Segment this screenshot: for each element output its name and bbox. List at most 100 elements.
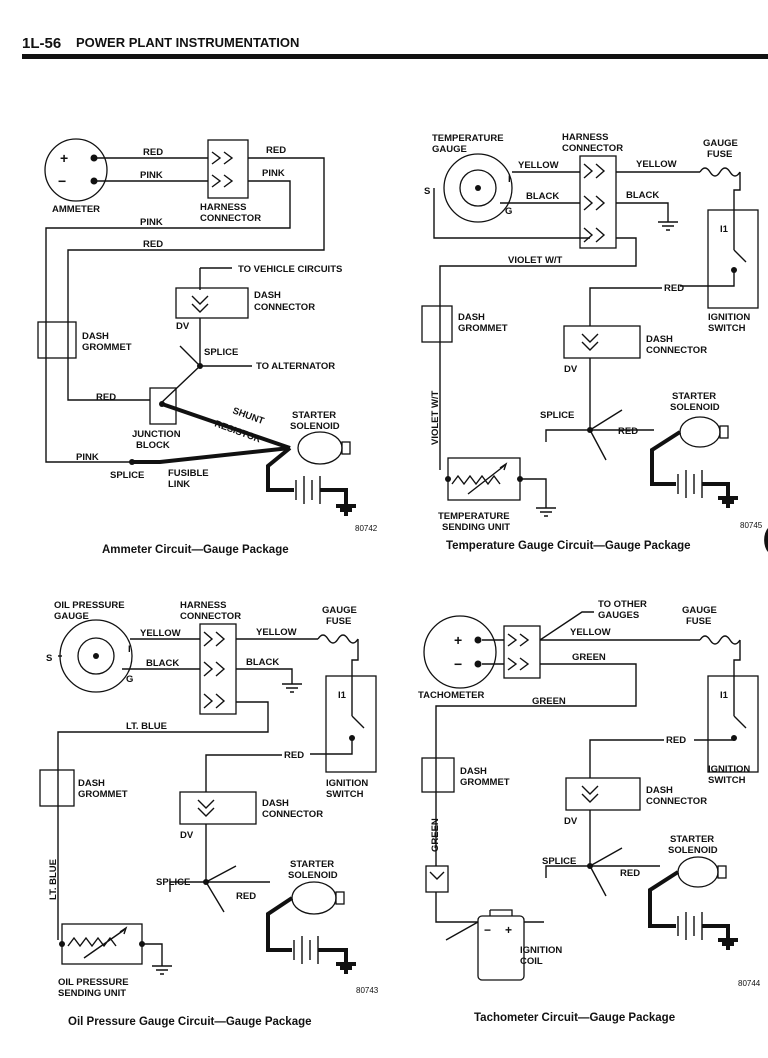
temp-black-a: BLACK (526, 191, 559, 202)
page-header: 1L-56 POWER PLANT INSTRUMENTATION (22, 35, 768, 59)
oil-ign-label-1: IGNITION (326, 778, 368, 789)
oil-s-terminal: S (46, 653, 52, 664)
temp-solenoid-stub (719, 425, 729, 439)
temp-g-terminal: G (505, 206, 512, 217)
ground-icon (320, 488, 356, 516)
starter-label-2: SOLENOID (290, 421, 340, 432)
temp-ign-label-2: SWITCH (708, 323, 746, 334)
ammeter-harness-connector (207, 139, 249, 199)
oil-i1: I1 (338, 690, 347, 701)
temp-ign-label-1: IGNITION (708, 312, 750, 323)
red-wire (67, 157, 325, 401)
to-vehicle-label: TO VEHICLE CIRCUITS (238, 264, 342, 275)
temp-dash-connector (563, 325, 641, 359)
tach-inline-connector (425, 865, 449, 893)
temp-dv: DV (564, 364, 578, 375)
splice-wires (159, 318, 252, 405)
junction-label-2: BLOCK (136, 440, 170, 451)
oil-switch-node (349, 735, 355, 741)
tach-i1: I1 (720, 690, 729, 701)
starter-label-1: STARTER (292, 410, 336, 421)
oil-splice-node (203, 879, 209, 885)
oil-sending-resistor (67, 926, 128, 959)
tach-other-gauges-wire (539, 611, 594, 641)
temp-gauge-label-1: TEMPERATURE (432, 133, 504, 144)
ammeter-plus: + (60, 150, 68, 166)
temp-switch-contact (680, 212, 747, 287)
temp-black-ground (500, 202, 678, 231)
temp-fuse-label-2: FUSE (707, 149, 732, 160)
coil-plus: + (505, 923, 512, 937)
tach-fuse-label-1: GAUGE (682, 605, 717, 616)
coil-leads (445, 921, 544, 941)
tach-green-wire (435, 663, 637, 866)
oil-red-a: RED (284, 750, 304, 761)
oil-gauge-fuse (317, 634, 359, 644)
wire-red-a: RED (143, 147, 163, 158)
binding-mark (764, 528, 768, 552)
tach-starter-solenoid (677, 856, 719, 888)
temp-harness-connector (579, 155, 617, 249)
temp-splice-node (587, 427, 593, 433)
temp-violet-vertical: VIOLET W/T (430, 390, 441, 445)
oil-send-node-a (59, 941, 65, 947)
oil-ignition-switch (325, 675, 377, 773)
temp-s-terminal: S (424, 186, 430, 197)
harness-chevrons (211, 151, 234, 188)
tach-post-plus (474, 636, 482, 644)
oil-splice-wires (169, 824, 270, 913)
temp-s-wire (433, 188, 590, 239)
coil-label-2: COIL (520, 956, 543, 967)
page-title: POWER PLANT INSTRUMENTATION (76, 35, 299, 50)
temp-gauge-label-2: GAUGE (432, 144, 467, 155)
wire-red-c: RED (143, 239, 163, 250)
tach-dash-label-1: DASH (646, 785, 673, 796)
fusible-label-1: FUSIBLE (168, 468, 209, 479)
temp-splice-wires (545, 358, 654, 461)
to-vehicle-wire (199, 267, 232, 290)
wire-pink-a: PINK (140, 170, 163, 181)
tach-splice-wires (545, 810, 660, 897)
oil-starter-label-2: SOLENOID (288, 870, 338, 881)
temp-red-a: RED (664, 283, 684, 294)
oil-yellow-a: YELLOW (140, 628, 181, 639)
temp-starter-solenoid (679, 416, 721, 448)
oil-switch-contact (310, 678, 365, 755)
tach-minus: − (454, 656, 462, 672)
temp-ignition-switch (707, 209, 759, 309)
tach-splice-node (587, 863, 593, 869)
coil-minus: − (484, 923, 491, 937)
splice-node-bottom (129, 459, 135, 465)
tach-ignition-switch (707, 675, 759, 773)
tach-harness-chevrons (507, 633, 530, 671)
temp-dash-label-1: DASH (646, 334, 673, 345)
dash-connector-chevrons (191, 295, 209, 313)
solenoid-stub (341, 441, 351, 455)
tach-dash-connector (565, 777, 641, 811)
tach-post-minus (474, 660, 482, 668)
tach-other-label-1: TO OTHER (598, 599, 647, 610)
tach-coil-wire (435, 892, 478, 923)
harness-label-2: CONNECTOR (200, 213, 261, 224)
oil-send-ground (142, 943, 172, 975)
junction-block (149, 387, 177, 425)
oil-dash-label-1: DASH (262, 798, 289, 809)
temp-ground-icon (702, 482, 738, 508)
temp-battery-cable (650, 430, 682, 486)
tach-red-b: RED (620, 868, 640, 879)
oil-grommet-label-1: DASH (78, 778, 105, 789)
battery-cable (266, 446, 294, 492)
wire-red-b: RED (266, 145, 286, 156)
harness-label-1: HARNESS (200, 202, 246, 213)
oil-ign-label-2: SWITCH (326, 789, 364, 800)
oil-gauge-label-1: OIL PRESSURE (54, 600, 125, 611)
junction-label-1: JUNCTION (132, 429, 181, 440)
tach-caption: Tachometer Circuit—Gauge Package (474, 1012, 675, 1024)
temp-dash-chevrons (581, 333, 599, 351)
grommet-label-1: DASH (82, 331, 109, 342)
temp-switch-node (731, 267, 737, 273)
temp-starter-label-1: STARTER (672, 391, 716, 402)
wire-pink-b: PINK (262, 168, 285, 179)
temp-harness-chevrons (583, 163, 606, 243)
